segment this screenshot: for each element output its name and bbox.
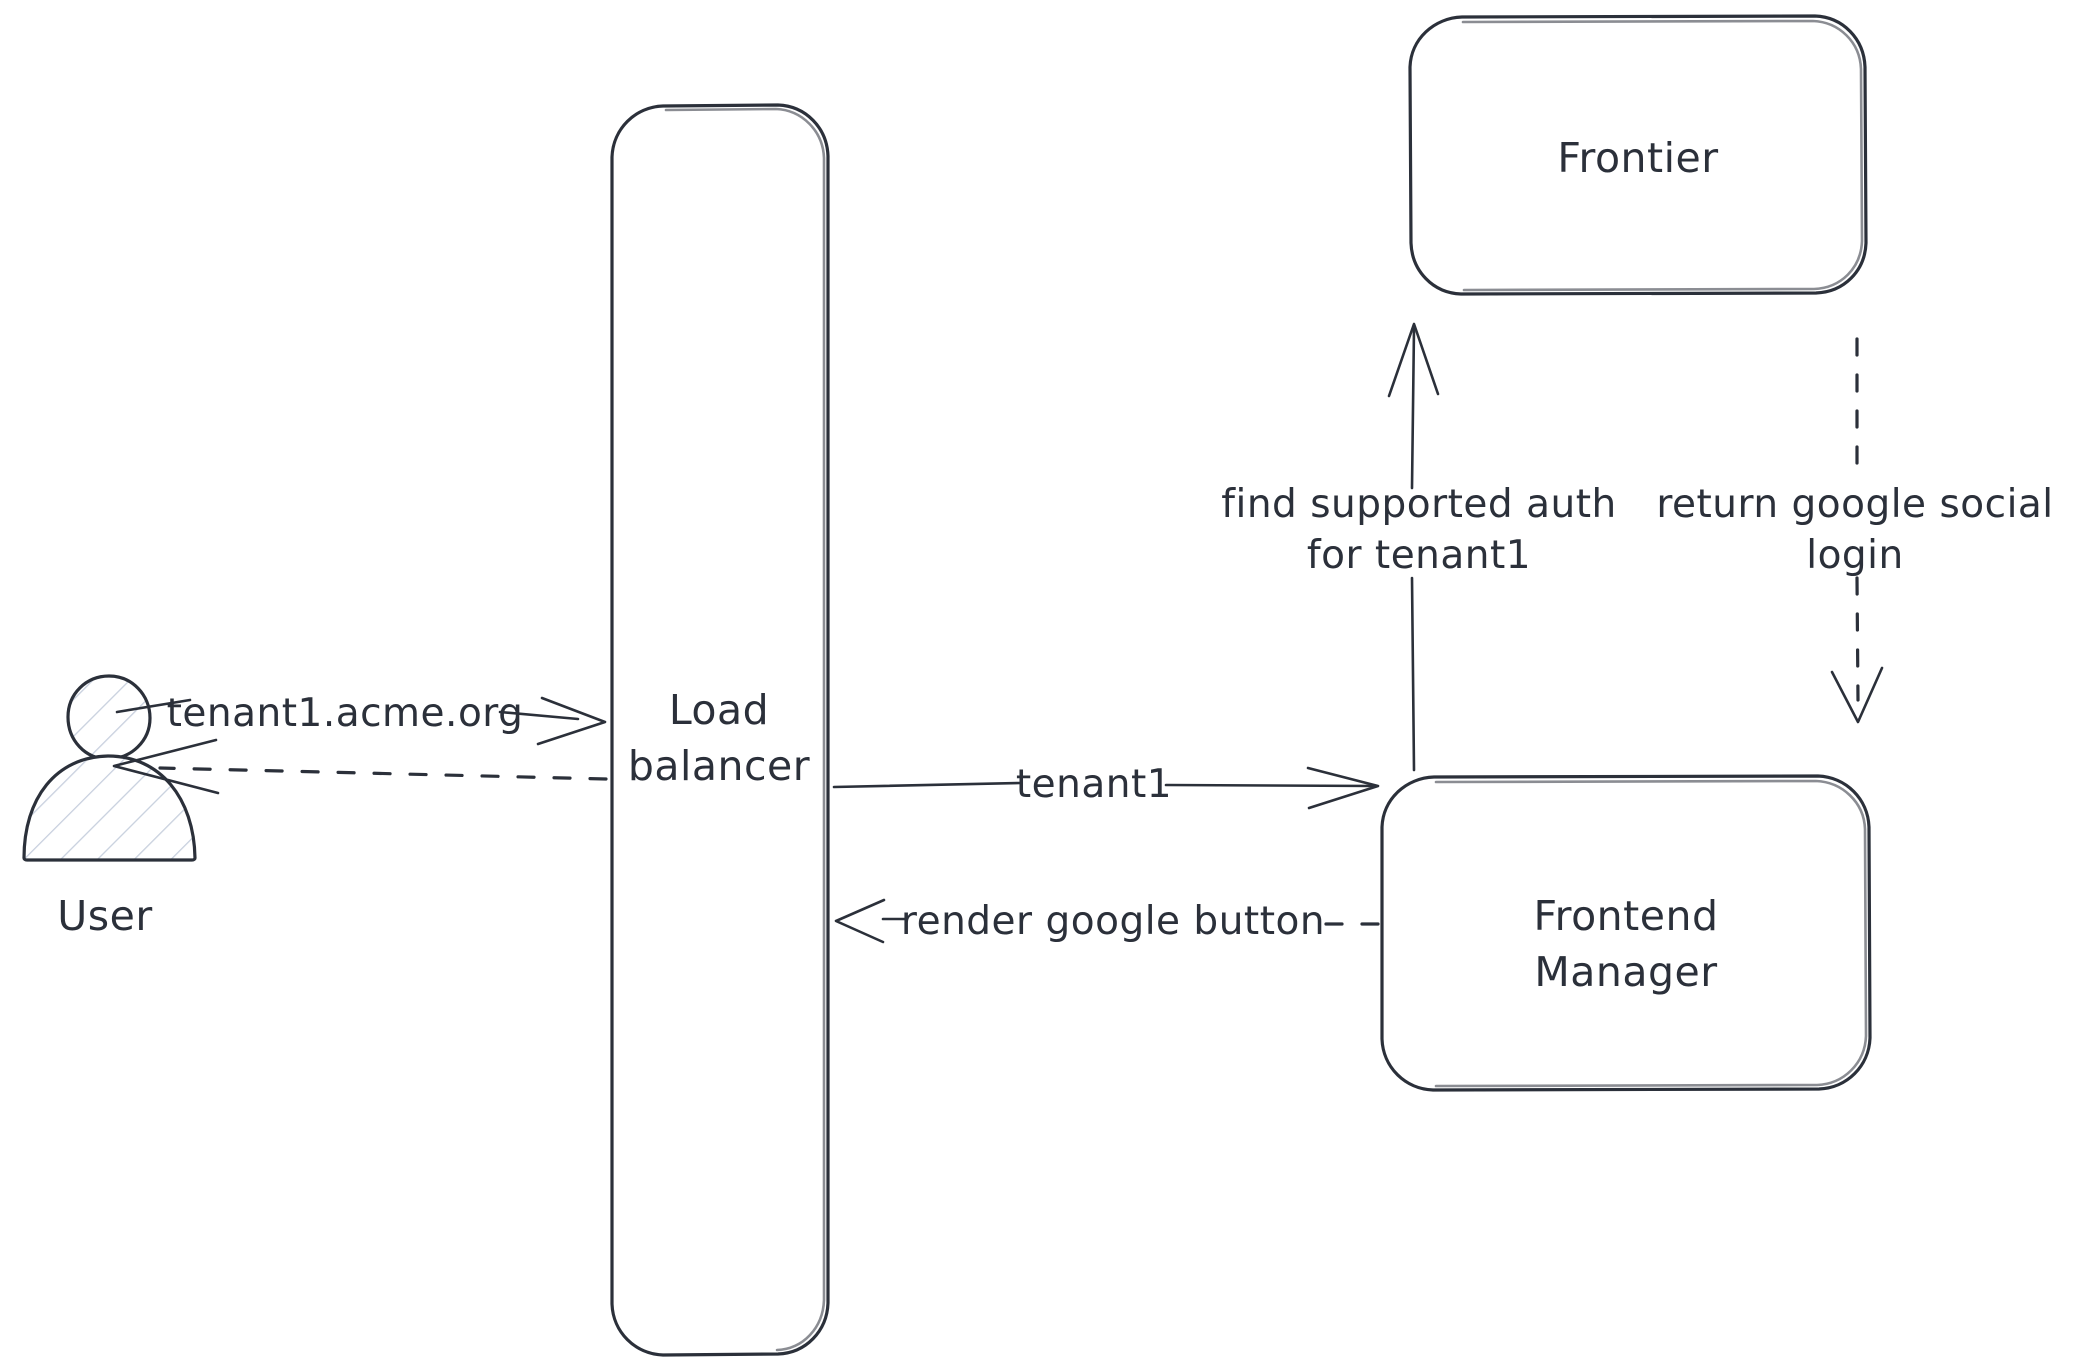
edge-lb-to-user-line xyxy=(158,766,608,781)
node-load-balancer[interactable] xyxy=(610,103,830,1357)
edge-load-balancer-to-frontend-manager[interactable] xyxy=(832,766,1380,810)
edge-frontier-to-fm-line-lower xyxy=(1855,576,1860,702)
edge-fm-to-lb-arrowhead xyxy=(834,898,886,944)
edge-fm-to-frontier-line-upper xyxy=(1410,326,1416,490)
load-balancer-shape-sketch xyxy=(664,107,826,1352)
frontend-manager-shape-sketch xyxy=(1434,779,1868,1088)
edge-frontier-to-frontend-manager[interactable] xyxy=(1830,337,1884,724)
user-label: User xyxy=(57,892,152,940)
edge-user-to-lb-arrowhead xyxy=(536,696,607,746)
edge-fm-to-lb-label: render google button xyxy=(901,899,1325,944)
load-balancer-shape xyxy=(610,103,830,1357)
edge-frontend-manager-to-load-balancer[interactable] xyxy=(834,898,1380,944)
node-frontend-manager[interactable] xyxy=(1380,774,1872,1092)
edge-fm-to-frontier-label-line2: for tenant1 xyxy=(1307,533,1531,578)
load-balancer-label-line1: Load xyxy=(669,686,769,734)
frontier-shape xyxy=(1408,14,1868,296)
edge-frontier-to-fm-label-line2: login xyxy=(1806,533,1904,578)
edge-fm-to-frontier-arrowhead xyxy=(1387,322,1440,398)
edge-lb-to-fm-arrowhead xyxy=(1306,766,1380,810)
edge-user-to-load-balancer[interactable] xyxy=(115,696,607,746)
node-user[interactable] xyxy=(22,674,197,862)
frontend-manager-label-line1: Frontend xyxy=(1534,892,1719,940)
edge-load-balancer-to-user[interactable] xyxy=(112,738,608,795)
frontend-manager-label-line2: Manager xyxy=(1534,948,1717,996)
edge-lb-to-fm-line-left xyxy=(832,781,1023,789)
edge-user-to-lb-line-left xyxy=(115,698,192,714)
edge-user-to-lb-line-right xyxy=(498,710,580,721)
edge-fm-to-frontier-label-line1: find supported auth xyxy=(1221,482,1616,527)
user-head-icon xyxy=(66,674,152,761)
frontier-label: Frontier xyxy=(1557,134,1718,182)
edge-lb-to-fm-line-right xyxy=(1164,783,1377,788)
edge-frontend-manager-to-frontier[interactable] xyxy=(1387,322,1440,772)
load-balancer-label-line2: balancer xyxy=(628,742,810,790)
user-body-icon xyxy=(22,754,197,862)
edge-frontier-to-fm-label-line1: return google social xyxy=(1656,482,2053,527)
frontier-shape-sketch xyxy=(1461,19,1864,292)
node-frontier[interactable] xyxy=(1408,14,1868,296)
edge-fm-to-frontier-line-lower xyxy=(1410,576,1416,772)
frontend-manager-shape xyxy=(1380,774,1872,1092)
edge-lb-to-fm-label: tenant1 xyxy=(1016,762,1172,807)
edge-user-to-lb-label: tenant1.acme.org xyxy=(167,691,524,736)
edge-lb-to-user-arrowhead xyxy=(112,738,220,795)
edge-frontier-to-fm-arrowhead xyxy=(1830,666,1884,724)
